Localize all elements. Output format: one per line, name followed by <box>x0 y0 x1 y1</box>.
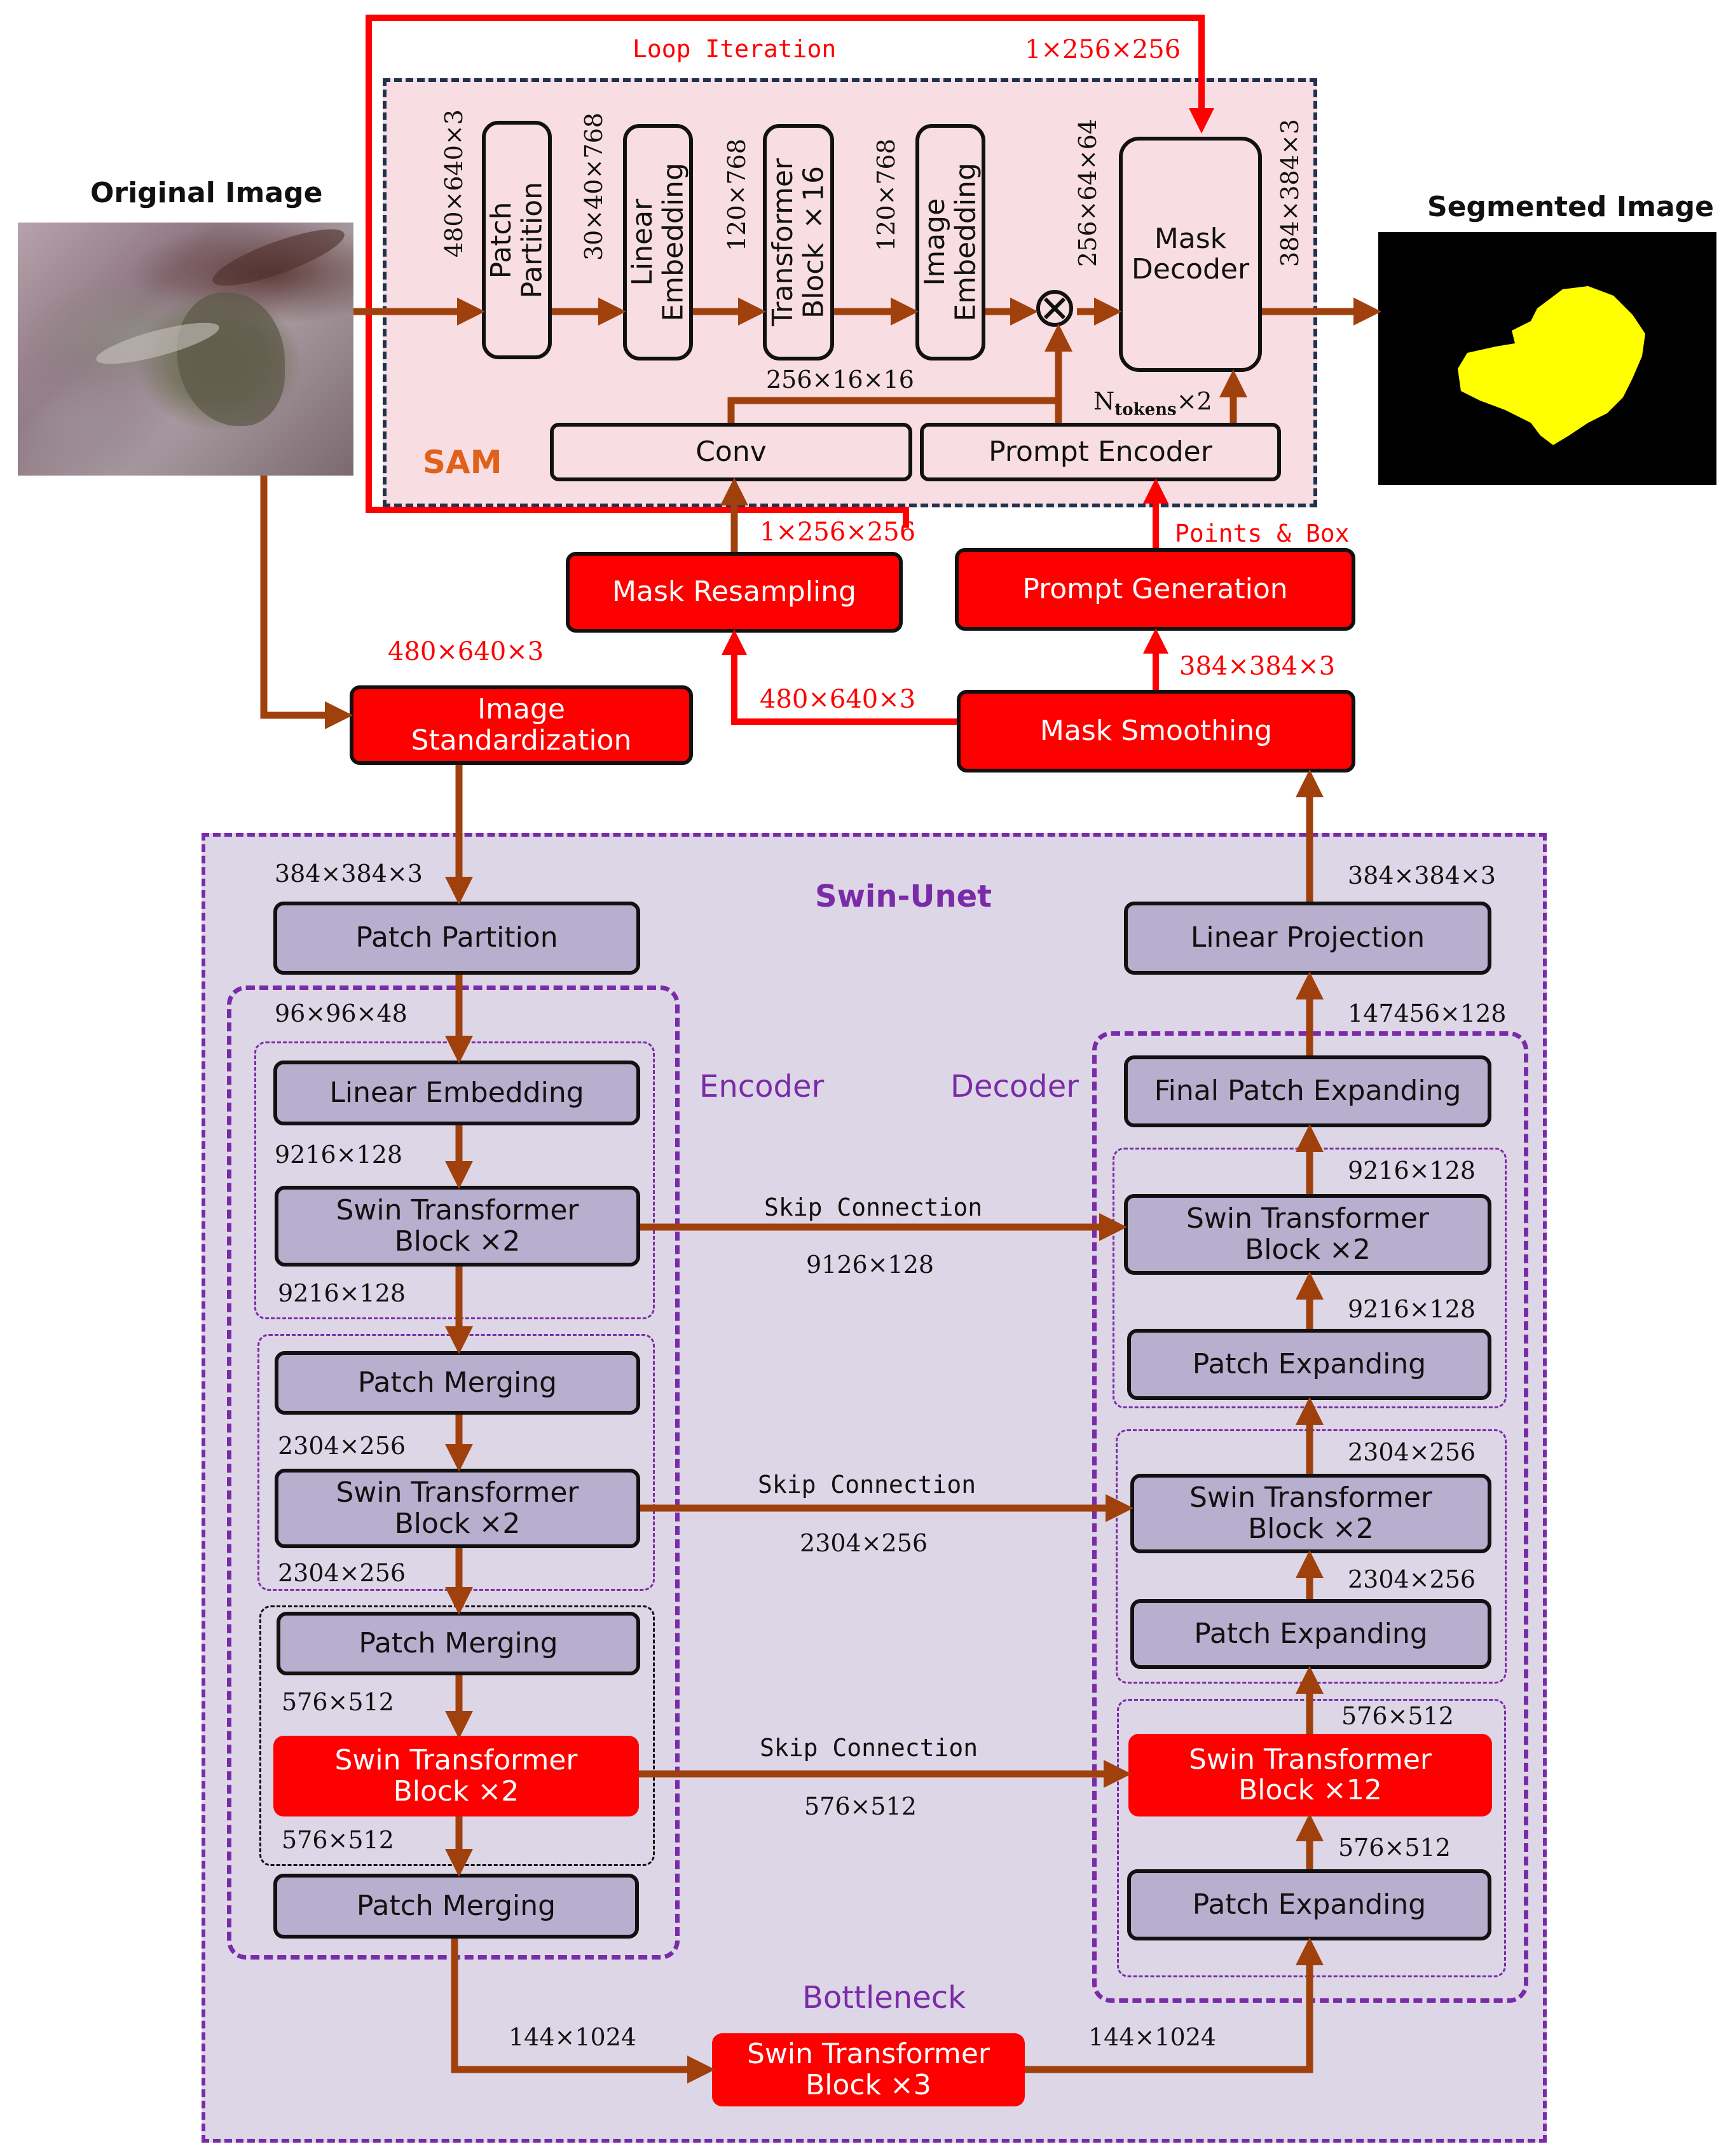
original-image-title: Original Image <box>90 177 323 209</box>
segmented-mask <box>1458 286 1645 445</box>
bottleneck-title: Bottleneck <box>802 1980 966 2015</box>
smoothing-to-resampling-dim: 480×640×3 <box>760 685 916 714</box>
enc-dim-merge2-out: 576×512 <box>282 1688 394 1716</box>
enc-dim-swin1-out: 9216×128 <box>278 1279 406 1307</box>
original-to-standardization-arrow <box>260 476 353 729</box>
skip-dim-2: 2304×256 <box>800 1529 928 1557</box>
dec-dim-expand2-out: 2304×256 <box>1348 1565 1476 1593</box>
enc-dim-embed-out: 9216×128 <box>275 1141 403 1169</box>
smoothing-to-resampling-arrow <box>722 629 957 725</box>
loop-iteration-label: Loop Iteration <box>633 35 837 63</box>
dec-dim-swin1-out: 9216×128 <box>1348 1157 1476 1184</box>
enc-dim-merge1-out: 2304×256 <box>278 1432 406 1460</box>
sam-linear-embedding: Linear Embedding <box>623 124 693 360</box>
mask-smoothing: Mask Smoothing <box>957 690 1355 772</box>
merge3-to-bottleneck-arrow <box>451 1939 715 2084</box>
sam-mask-decoder: Mask Decoder <box>1119 137 1262 372</box>
mask-shape <box>1458 286 1645 445</box>
sam-patch-partition: Patch Partition <box>482 121 552 359</box>
resampled-dim: 1×256×256 <box>760 518 916 547</box>
decoder-swin-block-3: Swin Transformer Block ×12 <box>1128 1734 1492 1816</box>
segmented-image <box>1378 232 1716 485</box>
original-image <box>18 223 353 476</box>
decoder-final-patch-expanding: Final Patch Expanding <box>1124 1055 1491 1127</box>
decoder-patch-expanding-1: Patch Expanding <box>1127 1329 1491 1400</box>
smoothing-out-dim: 384×384×3 <box>1179 652 1336 681</box>
decoder-patch-expanding-3: Patch Expanding <box>1127 1869 1491 1940</box>
decoder-swin-block-1: Swin Transformer Block ×2 <box>1124 1194 1491 1275</box>
skip-label-3: Skip Connection <box>760 1734 978 1762</box>
sam-dim-conv-out: 256×16×16 <box>766 366 914 394</box>
skip-dim-1: 9126×128 <box>806 1251 935 1279</box>
sam-transformer-block: Transformer Block ×16 <box>763 124 834 360</box>
conv-to-multiply-arrow <box>727 324 1072 423</box>
decoder-patch-expanding-2: Patch Expanding <box>1130 1599 1491 1669</box>
encoder-swin-block-3: Swin Transformer Block ×2 <box>273 1736 639 1816</box>
bottleneck-out-dim: 144×1024 <box>1088 2023 1217 2051</box>
points-box-label: Points & Box <box>1175 519 1350 547</box>
image-standardization: Image Standardization <box>350 685 693 765</box>
dec-dim-final-in: 147456×128 <box>1348 999 1507 1027</box>
bottleneck-swin-block: Swin Transformer Block ×3 <box>712 2033 1025 2106</box>
dec-dim-swin2-out: 2304×256 <box>1348 1438 1476 1466</box>
multiply-icon <box>1043 297 1066 320</box>
sam-conv: Conv <box>550 423 912 481</box>
enc-dim-input: 384×384×3 <box>275 860 423 888</box>
sam-image-embedding: Image Embedding <box>915 124 985 360</box>
encoder-patch-merging-3: Patch Merging <box>273 1874 639 1939</box>
skip-label-2: Skip Connection <box>758 1471 976 1499</box>
decoder-title: Decoder <box>950 1069 1079 1104</box>
multiply-op <box>1036 290 1073 327</box>
segmented-image-title: Segmented Image <box>1427 191 1714 223</box>
loop-iteration-arrow <box>366 15 1214 528</box>
encoder-title: Encoder <box>699 1069 825 1104</box>
sam-label: SAM <box>423 444 502 481</box>
enc-dim-swin2-out: 2304×256 <box>278 1559 406 1587</box>
dec-dim-output: 384×384×3 <box>1348 862 1496 889</box>
bottleneck-to-decoder-arrow <box>1025 1937 1324 2073</box>
enc-dim-swin3-out: 576×512 <box>282 1826 394 1854</box>
skip-label-1: Skip Connection <box>764 1193 983 1221</box>
skip-dim-3: 576×512 <box>804 1792 917 1820</box>
bottleneck-in-dim: 144×1024 <box>509 2023 637 2051</box>
swin-unet-title: Swin-Unet <box>815 879 992 914</box>
lesion-region <box>177 292 285 426</box>
loop-mask-dim: 1×256×256 <box>1025 35 1181 64</box>
dec-dim-expand1-out: 9216×128 <box>1348 1295 1476 1323</box>
dec-dim-expand3-out: 576×512 <box>1338 1834 1451 1862</box>
sam-prompt-encoder: Prompt Encoder <box>920 423 1281 481</box>
ntokens-label: Ntokens×2 <box>1093 387 1212 420</box>
standardization-in-dim: 480×640×3 <box>388 637 544 666</box>
encoder-swin-block-1: Swin Transformer Block ×2 <box>275 1186 640 1267</box>
enc-dim-partition-out: 96×96×48 <box>275 999 408 1027</box>
dec-dim-swin3-out: 576×512 <box>1341 1702 1454 1730</box>
